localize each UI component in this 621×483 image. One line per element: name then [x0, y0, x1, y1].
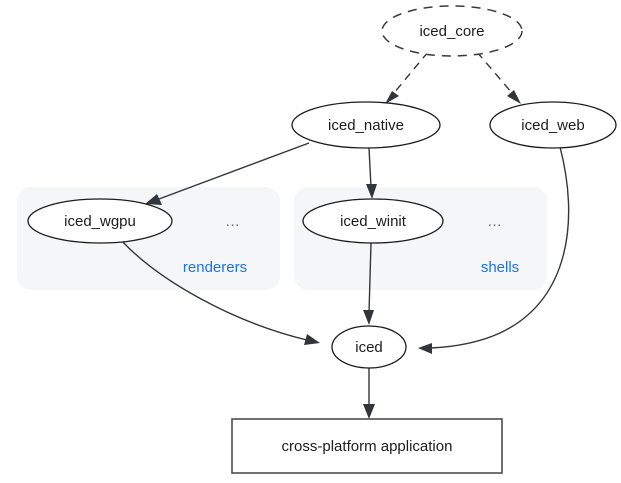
cluster-shells-label: shells [481, 259, 519, 276]
edge-winit-to-iced-arrowhead [363, 310, 374, 325]
edge-wgpu-to-iced-line [120, 239, 308, 341]
edge-web-to-iced-arrowhead [418, 343, 432, 354]
node-application-label: cross-platform application [282, 438, 453, 455]
edge-native-to-winit-line [368, 147, 372, 188]
edge-core-to-web-line [476, 51, 513, 94]
edge-wgpu-to-iced [120, 239, 320, 345]
edge-core-to-web [476, 51, 521, 104]
edge-core-to-native [385, 51, 429, 104]
edge-core-to-web-arrowhead [507, 90, 521, 104]
shells-more-icon: … [487, 213, 503, 230]
node-iced-wgpu-label: iced_wgpu [64, 213, 136, 230]
edge-core-to-native-line [393, 51, 429, 94]
edge-iced-to-application-arrowhead [363, 404, 375, 419]
cluster-renderers-label: renderers [183, 259, 247, 276]
edge-native-to-wgpu [145, 142, 310, 205]
edge-wgpu-to-iced-arrowhead [304, 334, 320, 345]
node-iced-native[interactable]: iced_native [291, 101, 441, 149]
node-iced-core[interactable]: iced_core [381, 5, 523, 57]
node-application-shape[interactable] [231, 418, 503, 474]
node-iced-wgpu-shape[interactable] [27, 198, 173, 244]
node-iced[interactable]: iced [331, 325, 407, 369]
node-iced-native-label: iced_native [328, 117, 404, 134]
edge-winit-to-iced [363, 242, 374, 325]
edge-core-to-native-arrowhead [385, 91, 399, 104]
edge-native-to-winit-arrowhead [366, 184, 377, 199]
node-iced-wgpu[interactable]: iced_wgpu [27, 198, 173, 244]
node-iced-winit-label: iced_winit [340, 213, 407, 230]
node-iced-core-shape[interactable] [381, 5, 523, 57]
edge-web-to-iced [418, 146, 570, 354]
node-iced-winit[interactable]: iced_winit [302, 198, 444, 244]
edge-iced-to-application [363, 368, 375, 419]
node-iced-winit-shape[interactable] [302, 198, 444, 244]
node-iced-web-shape[interactable] [489, 101, 617, 149]
edge-native-to-wgpu-line [158, 142, 310, 200]
node-application[interactable]: cross-platform application [231, 418, 503, 474]
edge-native-to-winit [366, 147, 377, 199]
edge-web-to-iced-line [430, 146, 570, 349]
node-iced-web[interactable]: iced_web [489, 101, 617, 149]
renderers-more-icon: … [225, 213, 241, 230]
edge-winit-to-iced-line [368, 242, 372, 314]
node-iced-native-shape[interactable] [291, 101, 441, 149]
node-iced-core-label: iced_core [419, 23, 484, 40]
node-iced-label: iced [355, 339, 383, 356]
edge-native-to-wgpu-arrowhead [145, 194, 162, 205]
node-iced-shape[interactable] [331, 325, 407, 369]
node-iced-web-label: iced_web [521, 117, 584, 134]
